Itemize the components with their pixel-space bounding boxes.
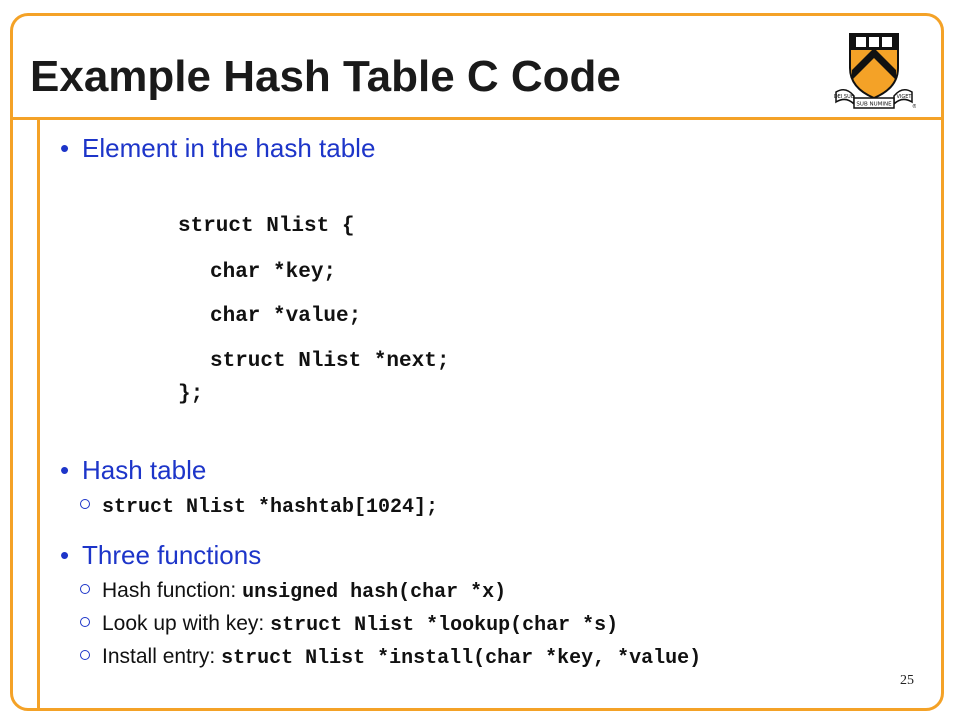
bullet-hash-table-label: Hash table [82,455,207,485]
sub-lookup: Look up with key: struct Nlist *lookup(c… [80,612,618,637]
install-label: Install entry: [102,645,222,668]
struct-line-1: struct Nlist { [178,215,355,238]
left-accent-bar [37,120,40,710]
slide-title: Example Hash Table C Code [30,52,621,101]
sub-bullet-circle [80,584,90,595]
motto-right: VIGET [897,94,913,100]
sub-hash-function: Hash function: unsigned hash(char *x) [80,579,506,604]
princeton-shield-logo: DEI SUB SUB NUMINE VIGET ® [834,33,916,110]
bullet-dot: • [60,540,70,570]
install-code: struct Nlist *install(char *key, *value) [221,647,702,670]
struct-line-2: char *key; [210,261,337,284]
hashtab-code: struct Nlist *hashtab[1024]; [102,496,439,519]
sub-install: Install entry: struct Nlist *install(cha… [80,645,701,670]
lookup-code: struct Nlist *lookup(char *s) [270,614,619,637]
sub-hashtab: struct Nlist *hashtab[1024]; [80,494,438,519]
motto-middle: SUB NUMINE [856,102,892,108]
bullet-element-label: Element in the hash table [82,133,376,163]
bullet-dot: • [60,455,70,485]
bullet-functions: • Three functions [60,540,261,571]
bullet-functions-label: Three functions [82,540,262,570]
hash-function-label: Hash function: [102,579,243,602]
slide-frame [10,13,944,711]
lookup-label: Look up with key: [102,612,271,635]
struct-line-4: struct Nlist *next; [210,350,450,373]
motto-left: DEI SUB [834,94,855,100]
hash-function-code: unsigned hash(char *x) [242,581,507,604]
bullet-dot: • [60,133,70,163]
bullet-element: • Element in the hash table [60,133,375,164]
sub-bullet-circle [80,617,90,628]
page-number: 25 [900,673,914,688]
title-divider [10,117,944,120]
sub-bullet-circle [80,650,90,661]
bullet-hash-table: • Hash table [60,455,206,486]
sub-bullet-circle [80,499,90,510]
struct-line-5: }; [178,383,204,406]
struct-line-3: char *value; [210,305,362,328]
svg-text:®: ® [912,103,916,110]
